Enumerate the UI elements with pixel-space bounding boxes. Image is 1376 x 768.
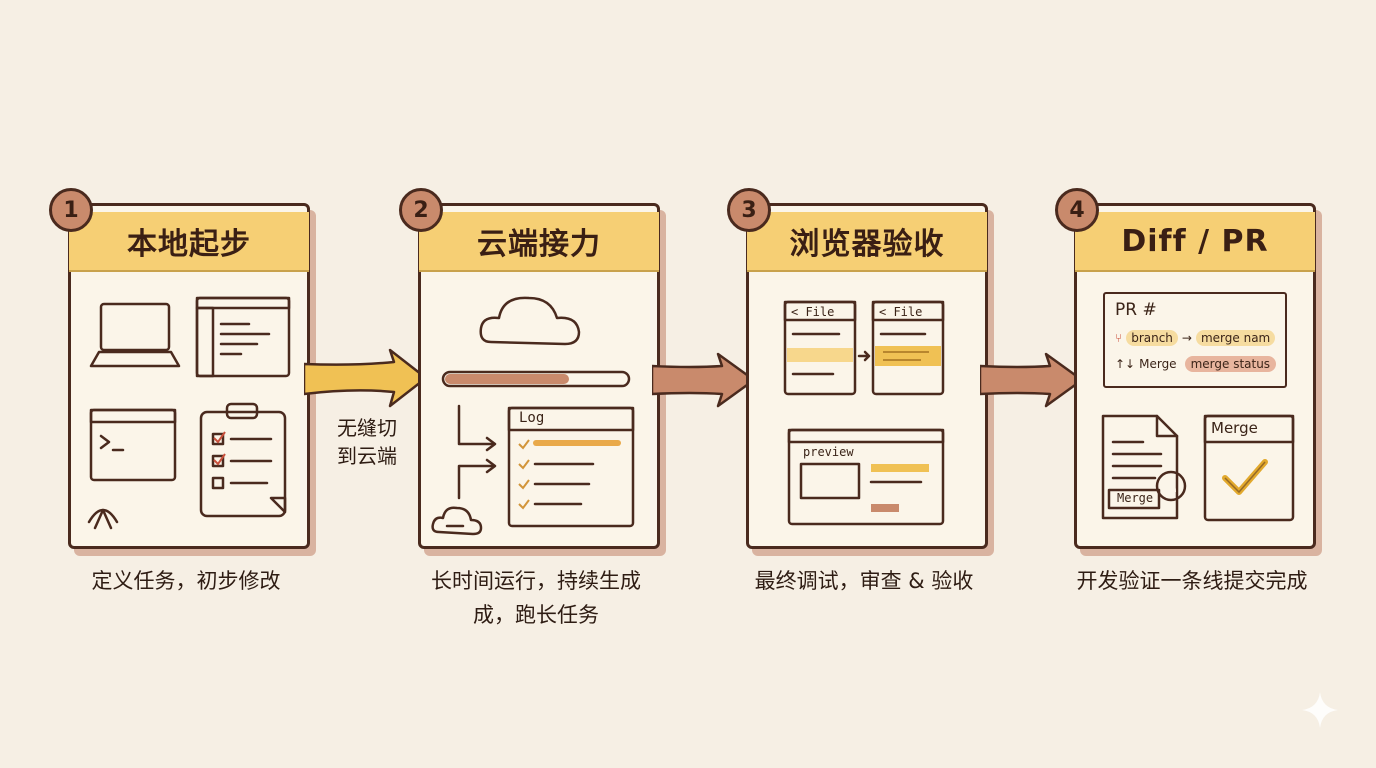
step-1-illustration xyxy=(87,296,291,530)
step-1-number: 1 xyxy=(49,188,93,232)
step-1-caption: 定义任务，初步修改 xyxy=(91,569,281,593)
log-window xyxy=(507,406,635,528)
step-1-panel: 1 本地起步 xyxy=(49,188,310,549)
file-tab-after: < File xyxy=(879,305,923,319)
arrow-3-to-4 xyxy=(980,352,1084,408)
step-2-caption-line-1: 长时间运行，持续生成 xyxy=(431,569,641,593)
step-3-illustration xyxy=(783,300,945,526)
arrow-2-to-3 xyxy=(652,352,756,408)
step-1-title: 本地起步 xyxy=(69,212,309,272)
merge-arrows-icon: ↑↓ xyxy=(1115,357,1136,371)
cloud-icon xyxy=(479,296,581,346)
merge-card xyxy=(1203,414,1295,522)
step-2-number: 2 xyxy=(399,188,443,232)
laptop-icon xyxy=(89,302,181,368)
file-tab-before: < File xyxy=(791,305,835,319)
document-icon xyxy=(1101,414,1179,520)
pr-title: PR # xyxy=(1115,300,1157,320)
step-4-title: Diff / PR xyxy=(1075,212,1315,272)
transition-label-line-2: 到云端 xyxy=(337,444,397,468)
step-4-illustration xyxy=(1101,414,1295,522)
branch-arrow: → xyxy=(1181,331,1192,345)
merge-row: ↑↓ Merge merge status xyxy=(1115,356,1277,372)
git-branch-icon: ⑂ xyxy=(1115,331,1123,345)
step-3-title: 浏览器验收 xyxy=(747,212,987,272)
merge-status-badge: merge status xyxy=(1184,356,1277,372)
merge-label: Merge xyxy=(1139,357,1177,371)
pr-card: PR # ⑂ branch → merge nam ↑↓ Merge merge… xyxy=(1103,292,1287,388)
log-label: Log xyxy=(519,410,545,426)
branch-to: merge nam xyxy=(1195,330,1276,346)
branch-from: branch xyxy=(1126,330,1178,346)
clipboard-checklist-icon xyxy=(199,402,287,518)
transition-label-line-1: 无缝切 xyxy=(337,416,397,440)
sparkle-icon xyxy=(1302,692,1338,728)
branch-row: ⑂ branch → merge nam xyxy=(1115,330,1276,346)
agent-logo-icon xyxy=(87,508,119,530)
merge-card-label: Merge xyxy=(1211,419,1258,437)
cloud-upload-icon xyxy=(431,506,483,536)
step-2-title: 云端接力 xyxy=(419,212,659,272)
step-2-caption: 长时间运行，持续生成 成，跑长任务 xyxy=(408,564,664,632)
preview-browser-window xyxy=(787,428,945,526)
step-4-panel: 4 Diff / PR PR # ⑂ branch → merge nam ↑↓… xyxy=(1055,188,1316,549)
arrow-1-to-2 xyxy=(304,348,428,408)
step-4-number: 4 xyxy=(1055,188,1099,232)
git-merge-icon xyxy=(1155,470,1187,502)
transition-label: 无缝切 到云端 xyxy=(330,414,404,470)
doc-merge-badge: Merge xyxy=(1117,491,1154,505)
code-window-icon xyxy=(195,296,291,378)
progress-bar xyxy=(441,370,631,388)
file-after-window xyxy=(871,300,945,396)
step-4-caption: 开发验证一条线提交完成 xyxy=(1076,569,1308,593)
file-before-window xyxy=(783,300,857,396)
step-3-caption: 最终调试，审查 & 验收 xyxy=(754,569,974,593)
step-2-caption-line-2: 成，跑长任务 xyxy=(473,603,599,627)
terminal-icon xyxy=(89,408,177,482)
step-3-number: 3 xyxy=(727,188,771,232)
preview-label: preview xyxy=(803,445,854,459)
step-2-panel: 2 云端接力 Log xyxy=(399,188,660,549)
step-3-panel: 3 浏览器验收 < File < File preview xyxy=(727,188,988,549)
step-2-illustration xyxy=(431,296,635,536)
